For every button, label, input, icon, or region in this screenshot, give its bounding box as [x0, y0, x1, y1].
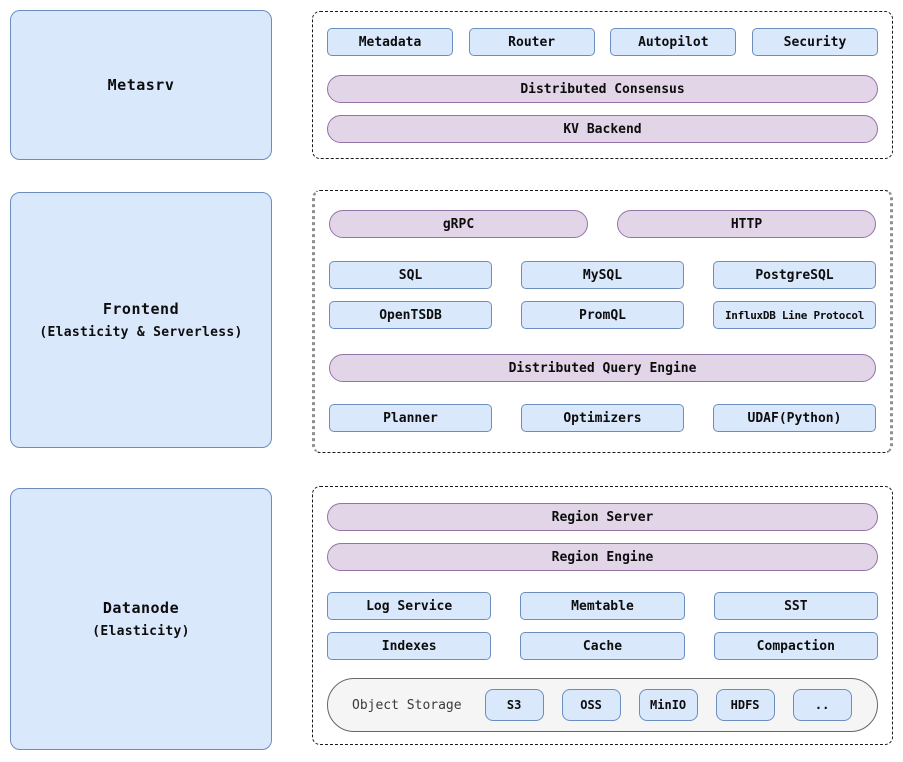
- more-backends-box: ..: [792, 689, 852, 721]
- minio-box: MinIO: [638, 689, 698, 721]
- promql-box: PromQL: [521, 301, 684, 329]
- hdfs-box: HDFS: [715, 689, 775, 721]
- frontend-transport-row: gRPC HTTP: [329, 210, 876, 238]
- metadata-box: Metadata: [327, 28, 453, 56]
- datanode-components-row-2: Indexes Cache Compaction: [327, 632, 878, 660]
- memtable-box: Memtable: [520, 592, 685, 620]
- opentsdb-box: OpenTSDB: [329, 301, 492, 329]
- datanode-components-row-1: Log Service Memtable SST: [327, 592, 878, 620]
- distributed-consensus-pill: Distributed Consensus: [327, 75, 878, 103]
- datanode-subtitle: (Elasticity): [92, 624, 190, 639]
- metasrv-block: Metasrv: [10, 10, 272, 160]
- frontend-protocols-row-2: OpenTSDB PromQL InfluxDB Line Protocol: [329, 301, 876, 329]
- frontend-panel: gRPC HTTP SQL MySQL PostgreSQL OpenTSDB …: [312, 190, 893, 453]
- security-box: Security: [751, 28, 878, 56]
- object-storage-container: Object Storage S3 OSS MinIO HDFS ..: [327, 678, 878, 732]
- udaf-python-box: UDAF(Python): [713, 404, 876, 432]
- datanode-panel: Region Server Region Engine Log Service …: [312, 486, 893, 745]
- metasrv-title: Metasrv: [107, 76, 175, 94]
- cache-box: Cache: [520, 632, 685, 660]
- metasrv-panel: Metadata Router Autopilot Security Distr…: [312, 11, 893, 159]
- distributed-query-engine-pill: Distributed Query Engine: [329, 354, 876, 382]
- optimizers-box: Optimizers: [521, 404, 684, 432]
- object-storage-label: Object Storage: [352, 697, 462, 713]
- frontend-subtitle: (Elasticity & Serverless): [39, 325, 243, 340]
- influxdb-line-protocol-box: InfluxDB Line Protocol: [713, 301, 876, 329]
- http-pill: HTTP: [617, 210, 876, 238]
- frontend-query-row: Planner Optimizers UDAF(Python): [329, 404, 876, 432]
- region-server-pill: Region Server: [327, 503, 878, 531]
- frontend-block: Frontend (Elasticity & Serverless): [10, 192, 272, 448]
- sst-box: SST: [713, 592, 878, 620]
- log-service-box: Log Service: [327, 592, 492, 620]
- oss-box: OSS: [561, 689, 621, 721]
- postgresql-box: PostgreSQL: [713, 261, 876, 289]
- frontend-title: Frontend: [102, 300, 180, 318]
- autopilot-box: Autopilot: [610, 28, 737, 56]
- compaction-box: Compaction: [713, 632, 878, 660]
- frontend-protocols-row-1: SQL MySQL PostgreSQL: [329, 261, 876, 289]
- s3-box: S3: [484, 689, 544, 721]
- region-engine-pill: Region Engine: [327, 543, 878, 571]
- sql-box: SQL: [329, 261, 492, 289]
- object-storage-backends: S3 OSS MinIO HDFS ..: [484, 689, 852, 721]
- grpc-pill: gRPC: [329, 210, 588, 238]
- kv-backend-pill: KV Backend: [327, 115, 878, 143]
- datanode-block: Datanode (Elasticity): [10, 488, 272, 750]
- planner-box: Planner: [329, 404, 492, 432]
- datanode-title: Datanode: [102, 599, 180, 617]
- mysql-box: MySQL: [521, 261, 684, 289]
- router-box: Router: [468, 28, 595, 56]
- metasrv-components-row: Metadata Router Autopilot Security: [327, 28, 878, 56]
- indexes-box: Indexes: [327, 632, 492, 660]
